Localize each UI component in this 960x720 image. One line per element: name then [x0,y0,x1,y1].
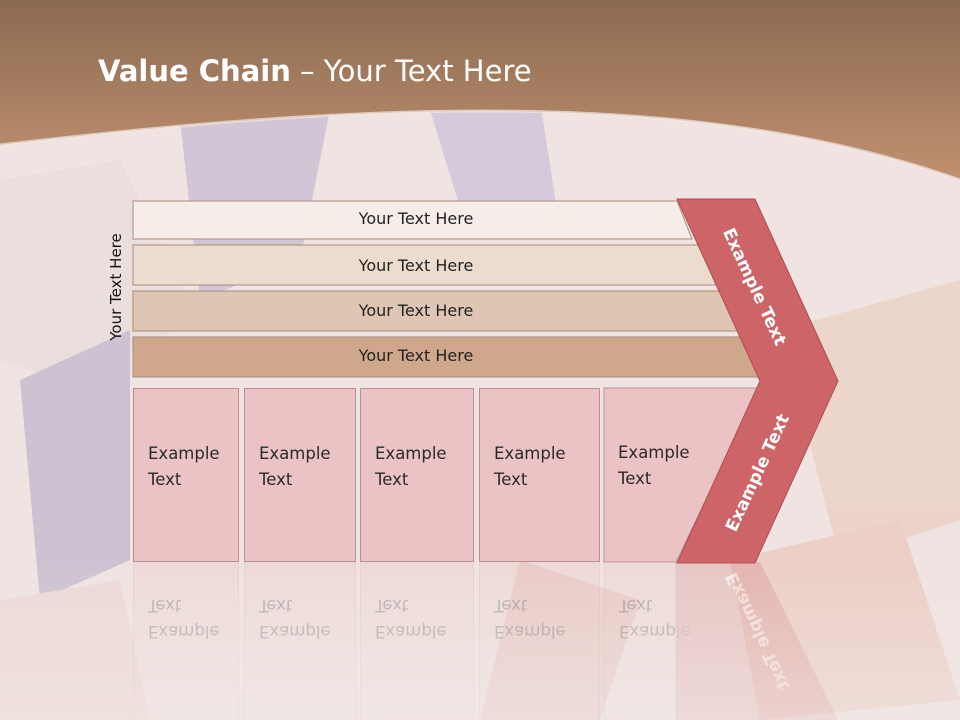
row-text-1: Your Text Here [358,209,474,228]
box-3-line2: Text [375,470,409,489]
box-1-line1: Example [148,444,220,463]
row-text-2: Your Text Here [358,256,474,275]
box-2-line1: Example [259,444,331,463]
row-text-3: Your Text Here [358,301,474,320]
box-3-line1: Example [375,444,447,463]
box-1-line2: Text [148,470,182,489]
box-2-line2: Text [259,470,293,489]
box-5-line2: Text [618,469,652,488]
slide-title-rest: – Your Text Here [290,54,532,88]
box-4-line1: Example [494,444,566,463]
slide-title-bold: Value Chain [98,54,291,88]
slide-title: Value Chain – Your Text Here [98,54,532,88]
row-text-4: Your Text Here [358,346,474,365]
box-5-line1: Example [618,443,690,462]
row-bar-1 [132,200,693,240]
box-4-line2: Text [494,470,528,489]
